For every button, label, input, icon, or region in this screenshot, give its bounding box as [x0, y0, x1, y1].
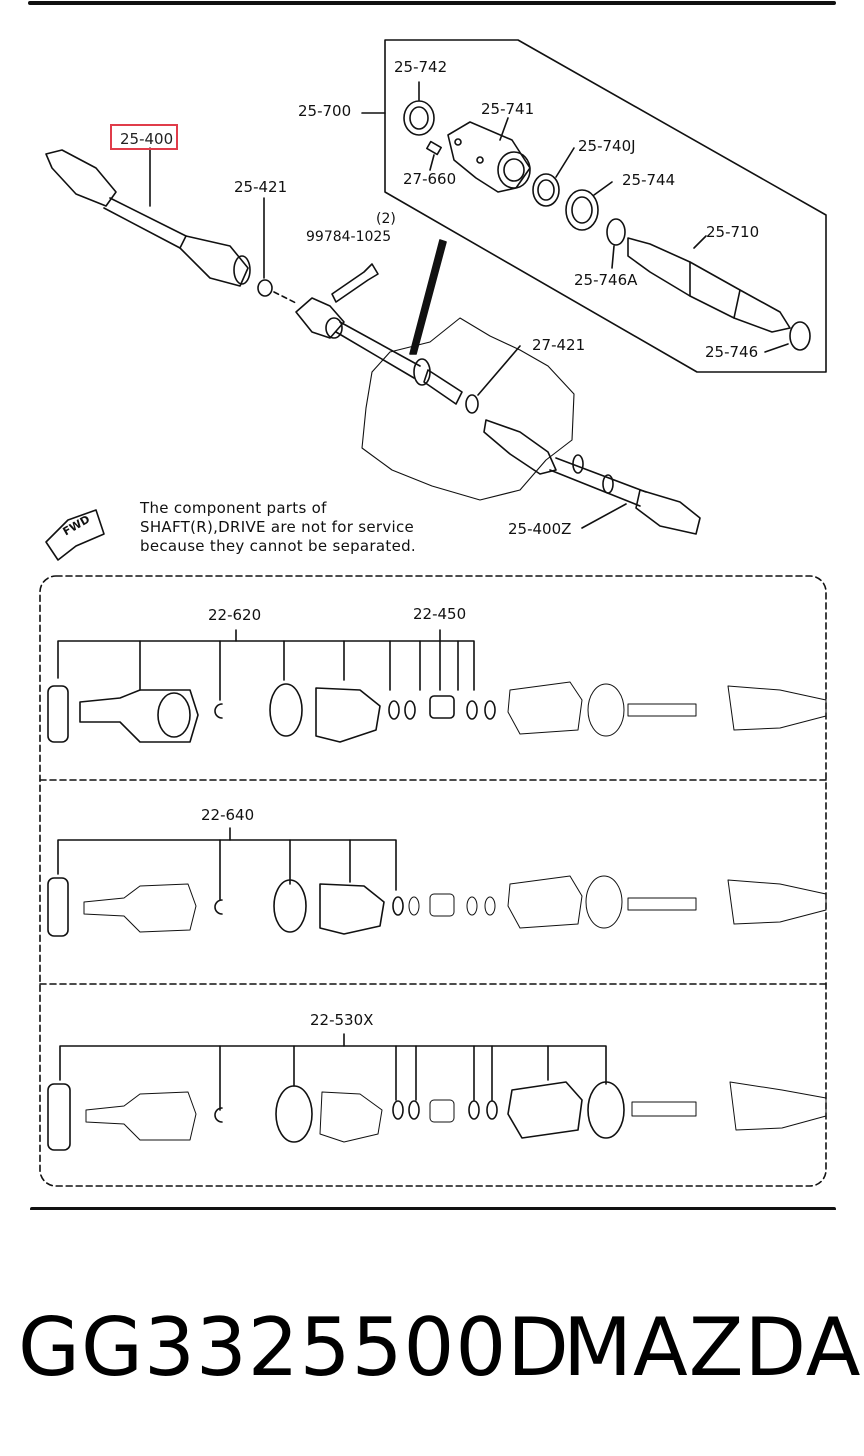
label-27-421: 27-421 [532, 336, 586, 354]
highlighted-part-25-400[interactable]: 25-400 [110, 124, 178, 150]
diagram-drawing [28, 1, 836, 1210]
assembly-box [384, 39, 827, 373]
label-25-746: 25-746 [705, 343, 759, 361]
part-caption: GG3325500D MAZDA [0, 1290, 864, 1400]
part-number: GG3325500D [18, 1301, 570, 1394]
service-note: The component parts of SHAFT(R),DRIVE ar… [140, 499, 416, 556]
label-25-742: 25-742 [394, 58, 448, 76]
seal-25-742 [403, 100, 435, 136]
label-25-710: 25-710 [706, 223, 760, 241]
outer-boot-right [635, 489, 701, 535]
outer-joint [45, 149, 117, 207]
label-99784-1025: 99784-1025 [306, 229, 392, 245]
label-27-660: 27-660 [403, 170, 457, 188]
shaft-25-710 [627, 237, 791, 333]
parts-diagram: 25-700 25-742 25-741 25-740J 27-660 25-7… [28, 1, 836, 1210]
label-25-741: 25-741 [481, 100, 535, 118]
inner-joint-right [483, 419, 557, 475]
label-25-700: 25-700 [298, 102, 352, 120]
label-25-746a: 25-746A [574, 271, 638, 289]
brand-name: MAZDA [563, 1301, 862, 1394]
label-25-400: 25-400 [120, 130, 174, 148]
label-25-400z: 25-400Z [508, 520, 572, 538]
fwd-arrow [45, 509, 105, 561]
note-line-1: The component parts of [140, 499, 327, 517]
note-line-2: SHAFT(R),DRIVE are not for service [140, 518, 415, 536]
ring-27-421 [465, 394, 479, 414]
label-22-530x: 22-530X [310, 1011, 374, 1029]
label-25-740j: 25-740J [578, 137, 636, 155]
note-line-3: because they cannot be separated. [140, 537, 416, 555]
bracket-25-741 [447, 121, 531, 193]
label-25-744: 25-744 [622, 171, 676, 189]
bolt-99784 [331, 263, 379, 303]
transmission-outline [361, 317, 575, 501]
ring-25-421 [257, 279, 273, 297]
inner-boot [179, 235, 249, 287]
label-22-620: 22-620 [208, 606, 262, 624]
label-25-421: 25-421 [234, 178, 288, 196]
label-22-640: 22-640 [201, 806, 255, 824]
label-qty: (2) [376, 211, 396, 227]
label-22-450: 22-450 [413, 605, 467, 623]
kit-panel [39, 575, 827, 1187]
